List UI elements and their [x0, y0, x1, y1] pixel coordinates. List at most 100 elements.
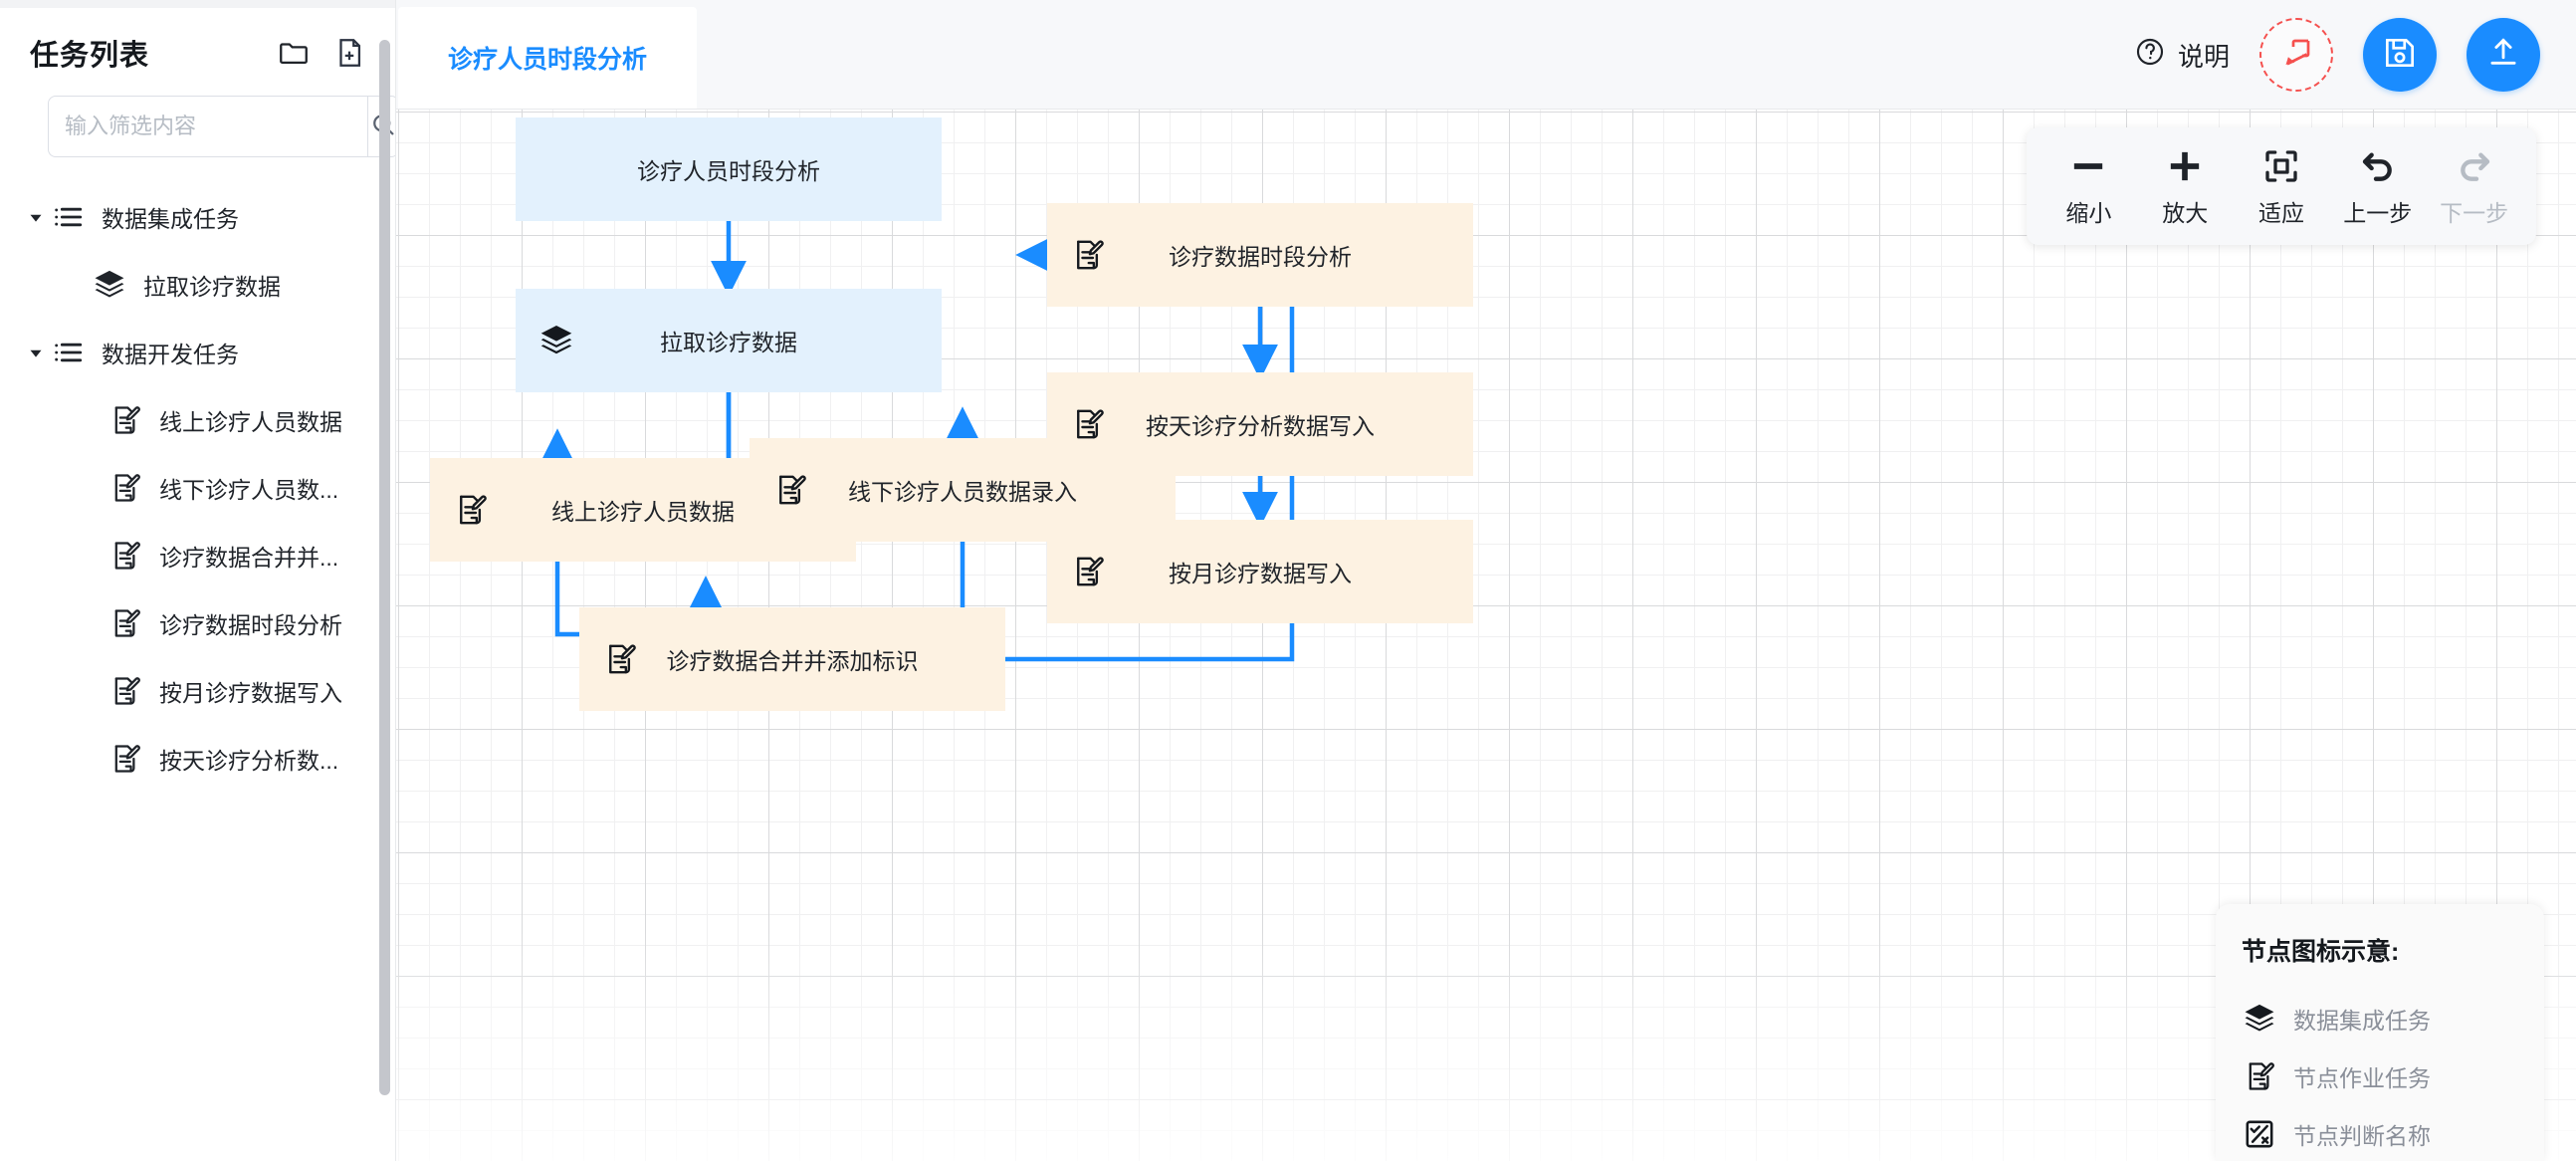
- help-label: 说明: [2177, 41, 2230, 72]
- legend-row-2: 节点判断名称: [2242, 1105, 2518, 1161]
- tree-item-1[interactable]: 拉取诊疗数据: [0, 251, 396, 319]
- zoom-item-label: 适应: [2257, 200, 2304, 226]
- sidebar-header-actions: [277, 36, 366, 70]
- flow-node-n1[interactable]: 诊疗人员时段分析: [516, 117, 942, 221]
- doc-edit-icon: [107, 605, 143, 641]
- search-input[interactable]: [48, 96, 367, 157]
- doc-edit-icon: [107, 741, 143, 777]
- legend-title: 节点图标示意:: [2242, 938, 2400, 966]
- caret-down-icon[interactable]: [22, 339, 50, 366]
- doc-edit-icon: [1069, 405, 1107, 443]
- legend-row-label: 节点判断名称: [2293, 1123, 2431, 1149]
- zoom-minus-button[interactable]: 缩小: [2042, 144, 2134, 228]
- tree-item-2[interactable]: 数据开发任务: [0, 319, 396, 386]
- minus-icon: [2068, 144, 2108, 188]
- page-title: 任务列表: [30, 40, 150, 72]
- question-circle-icon: [2134, 36, 2166, 75]
- zoom-item-label: 上一步: [2343, 200, 2413, 226]
- tree-item-label: 数据开发任务: [102, 342, 239, 367]
- tree-item-label: 数据集成任务: [102, 206, 239, 232]
- list-icon: [50, 199, 86, 235]
- doc-edit-icon: [452, 491, 490, 529]
- tree-item-label: 诊疗数据时段分析: [159, 612, 342, 638]
- sidebar-top-strip: [0, 0, 396, 8]
- doc-edit-icon: [1069, 553, 1107, 590]
- tab-label: 诊疗人员时段分析: [447, 46, 647, 74]
- tree-item-7[interactable]: 按月诊疗数据写入: [0, 657, 396, 725]
- tab-bar: 诊疗人员时段分析: [396, 0, 697, 109]
- tree-item-4[interactable]: 线下诊疗人员数...: [0, 454, 396, 522]
- folder-icon[interactable]: [277, 36, 311, 70]
- legend-row-1: 节点作业任务: [2242, 1047, 2518, 1105]
- list-icon: [50, 335, 86, 370]
- flow-node-n8[interactable]: 按月诊疗数据写入: [1047, 520, 1473, 623]
- doc-edit-icon: [107, 470, 143, 506]
- tree-item-label: 线下诊疗人员数...: [159, 477, 339, 503]
- zoom-plus-button[interactable]: 放大: [2139, 144, 2231, 228]
- save-button[interactable]: [2363, 18, 2437, 92]
- tree-item-label: 诊疗数据合并并...: [159, 545, 339, 571]
- tree-item-6[interactable]: 诊疗数据时段分析: [0, 589, 396, 657]
- node-legend-panel: 节点图标示意: 数据集成任务节点作业任务节点判断名称: [2216, 904, 2544, 1161]
- flow-node-label: 诊疗数据合并并添加标识: [666, 648, 919, 674]
- help-button[interactable]: 说明: [2134, 36, 2230, 75]
- tree-item-0[interactable]: 数据集成任务: [0, 183, 396, 251]
- flow-node-label: 按天诊疗分析数据写入: [1146, 413, 1375, 439]
- tree-item-5[interactable]: 诊疗数据合并并...: [0, 522, 396, 589]
- doc-edit-icon: [107, 673, 143, 709]
- sidebar-header: 任务列表: [0, 8, 396, 80]
- tab-flow-active[interactable]: 诊疗人员时段分析: [398, 7, 697, 109]
- upload-button[interactable]: [2467, 18, 2540, 92]
- redo-icon: [2455, 144, 2494, 188]
- legend-row-label: 数据集成任务: [2293, 1008, 2431, 1034]
- topbar: 诊疗人员时段分析 说明: [396, 0, 2576, 110]
- task-tree: 数据集成任务拉取诊疗数据数据开发任务线上诊疗人员数据线下诊疗人员数... 诊疗数据…: [0, 183, 396, 793]
- layers-icon: [2242, 1001, 2277, 1037]
- flow-node-n2[interactable]: 拉取诊疗数据: [516, 289, 942, 392]
- search-row: [48, 96, 396, 157]
- doc-edit-icon: [1069, 236, 1107, 274]
- undo-icon: [2358, 144, 2398, 188]
- flow-node-label: 线下诊疗人员数据录入: [848, 479, 1077, 505]
- layers-icon: [92, 267, 127, 303]
- tree-item-label: 拉取诊疗数据: [143, 274, 281, 300]
- tree-item-label: 按天诊疗分析数...: [159, 748, 339, 774]
- doc-edit-icon: [771, 471, 809, 509]
- layers-icon: [537, 322, 575, 359]
- tree-item-label: 线上诊疗人员数据: [159, 409, 342, 435]
- zoom-undo-button[interactable]: 上一步: [2332, 144, 2424, 228]
- plus-icon: [2165, 144, 2205, 188]
- legend-row-label: 节点作业任务: [2293, 1065, 2431, 1091]
- zoom-fit-screen-button[interactable]: 适应: [2236, 144, 2327, 228]
- flow-node-n6[interactable]: 诊疗数据时段分析: [1047, 203, 1473, 307]
- fit-screen-icon: [2261, 144, 2301, 188]
- zoom-item-label: 缩小: [2065, 200, 2112, 226]
- zoom-item-label: 放大: [2162, 200, 2209, 226]
- task-list-sidebar: 任务列表: [0, 0, 396, 1161]
- caret-down-icon[interactable]: [22, 203, 50, 231]
- legend-row-0: 数据集成任务: [2242, 990, 2518, 1047]
- topbar-actions: 说明: [2134, 0, 2540, 110]
- tree-item-label: 按月诊疗数据写入: [159, 680, 342, 706]
- tree-item-8[interactable]: 按天诊疗分析数...: [0, 725, 396, 793]
- tree-item-3[interactable]: 线上诊疗人员数据: [0, 386, 396, 454]
- flow-node-n7[interactable]: 按天诊疗分析数据写入: [1047, 372, 1473, 476]
- select-area-icon: [2278, 35, 2314, 76]
- doc-edit-icon: [2242, 1058, 2277, 1094]
- zoom-item-label: 下一步: [2440, 200, 2509, 226]
- select-area-button[interactable]: [2259, 18, 2333, 92]
- sidebar-scrollbar[interactable]: [379, 40, 390, 1095]
- decision-check-icon: [2242, 1116, 2277, 1152]
- save-disk-icon: [2381, 34, 2419, 77]
- zoom-toolbar: 缩小 放大 适应 上一步 下一步: [2027, 127, 2536, 245]
- doc-edit-icon: [107, 402, 143, 438]
- flow-node-n5[interactable]: 诊疗数据合并并添加标识: [579, 607, 1005, 711]
- upload-icon: [2484, 34, 2522, 77]
- new-file-icon[interactable]: [332, 36, 366, 70]
- flow-node-label: 诊疗数据时段分析: [1169, 244, 1352, 270]
- flow-node-label: 诊疗人员时段分析: [637, 158, 820, 184]
- flow-node-label: 按月诊疗数据写入: [1169, 561, 1352, 586]
- doc-edit-icon: [601, 640, 639, 678]
- sidebar-divider: [395, 0, 396, 1161]
